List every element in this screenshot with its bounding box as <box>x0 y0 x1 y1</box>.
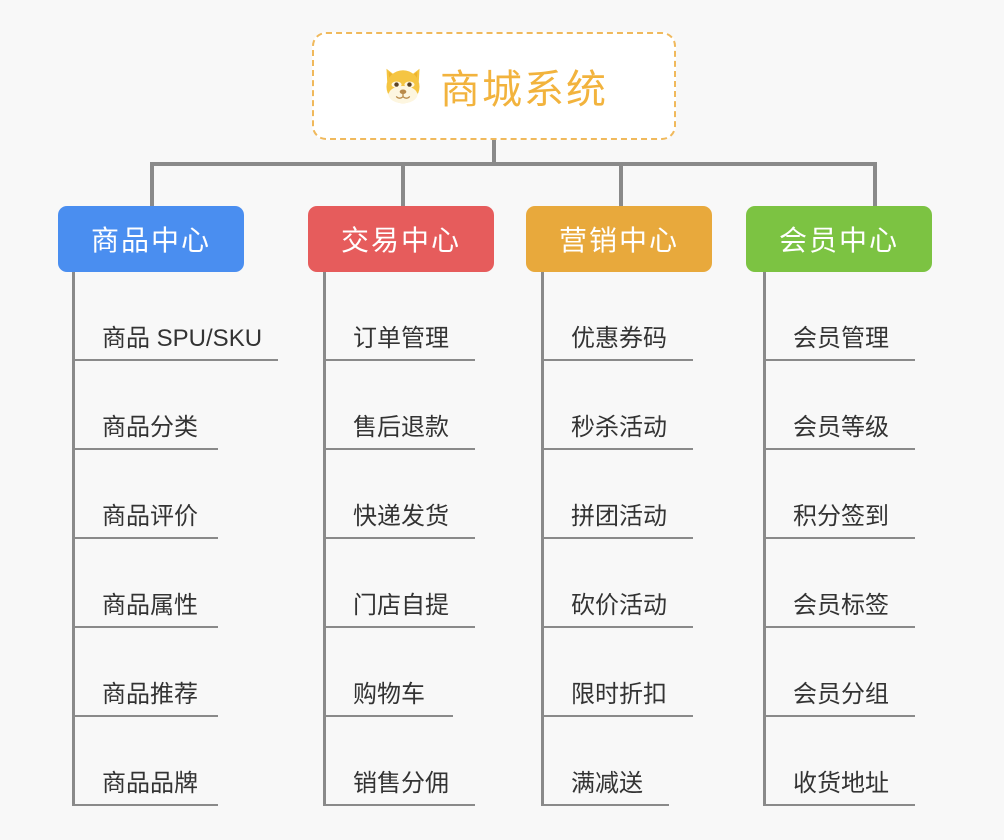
leaf-item[interactable]: 商品评价 <box>72 450 218 539</box>
leaf-label: 购物车 <box>353 681 425 709</box>
leaf-label: 满减送 <box>571 770 643 798</box>
category-label-1: 商品中心 <box>90 225 211 256</box>
drop-connector-2 <box>401 162 405 206</box>
leaf-label: 拼团活动 <box>571 503 667 531</box>
drop-connector-1 <box>150 162 154 206</box>
leaf-label: 商品 SPU/SKU <box>102 325 263 353</box>
leaf-item[interactable]: 销售分佣 <box>323 717 475 806</box>
leaf-item[interactable]: 优惠券码 <box>541 272 693 361</box>
column-trunk-4 <box>763 272 766 806</box>
leaf-label: 商品推荐 <box>102 681 198 709</box>
leaf-item[interactable]: 商品推荐 <box>72 628 218 717</box>
category-column-2: 交易中心 订单管理 售后退款 快递发货 门店自提 购物车 销售分佣 <box>308 206 538 806</box>
leaf-label: 会员等级 <box>793 414 889 442</box>
leaf-label: 商品品牌 <box>102 770 198 798</box>
leaf-label: 订单管理 <box>353 325 449 353</box>
leaf-item[interactable]: 快递发货 <box>323 450 475 539</box>
leaf-item[interactable]: 会员等级 <box>763 361 915 450</box>
root-stem-connector <box>492 140 496 164</box>
category-column-4: 会员中心 会员管理 会员等级 积分签到 会员标签 会员分组 收货地址 <box>746 206 976 806</box>
leaf-label: 秒杀活动 <box>571 414 667 442</box>
category-header-3[interactable]: 营销中心 <box>526 206 712 272</box>
column-trunk-3 <box>541 272 544 806</box>
leaf-label: 会员标签 <box>793 592 889 620</box>
root-title: 商城系统 <box>440 68 608 112</box>
leaf-label: 快递发货 <box>353 503 449 531</box>
leaf-label: 砍价活动 <box>571 592 667 620</box>
leaf-item[interactable]: 满减送 <box>541 717 669 806</box>
category-header-2[interactable]: 交易中心 <box>308 206 494 272</box>
category-column-1: 商品中心 商品 SPU/SKU 商品分类 商品评价 商品属性 商品推荐 商品品牌 <box>58 206 316 806</box>
drop-connector-3 <box>619 162 623 206</box>
leaf-item[interactable]: 砍价活动 <box>541 539 693 628</box>
category-label-3: 营销中心 <box>558 225 679 256</box>
leaf-item[interactable]: 秒杀活动 <box>541 361 693 450</box>
dog-face-icon <box>380 63 426 109</box>
leaf-label: 积分签到 <box>793 503 889 531</box>
leaf-label: 会员管理 <box>793 325 889 353</box>
leaf-item[interactable]: 订单管理 <box>323 272 475 361</box>
leaf-item[interactable]: 商品属性 <box>72 539 218 628</box>
leaf-label: 限时折扣 <box>571 681 667 709</box>
leaf-item[interactable]: 购物车 <box>323 628 453 717</box>
leaf-label: 门店自提 <box>353 592 449 620</box>
leaf-item[interactable]: 售后退款 <box>323 361 475 450</box>
category-label-4: 会员中心 <box>778 225 899 256</box>
leaf-item[interactable]: 商品 SPU/SKU <box>72 272 278 361</box>
category-header-1[interactable]: 商品中心 <box>58 206 244 272</box>
leaf-item[interactable]: 会员管理 <box>763 272 915 361</box>
leaf-label: 会员分组 <box>793 681 889 709</box>
drop-connector-4 <box>873 162 877 206</box>
leaf-item[interactable]: 拼团活动 <box>541 450 693 539</box>
leaf-item[interactable]: 商品分类 <box>72 361 218 450</box>
root-node[interactable]: 商城系统 <box>312 32 676 140</box>
column-trunk-2 <box>323 272 326 806</box>
leaf-label: 销售分佣 <box>353 770 449 798</box>
leaf-label: 优惠券码 <box>571 325 667 353</box>
leaf-item[interactable]: 收货地址 <box>763 717 915 806</box>
leaf-label: 售后退款 <box>353 414 449 442</box>
leaf-item[interactable]: 商品品牌 <box>72 717 218 806</box>
leaf-label: 收货地址 <box>793 770 889 798</box>
leaf-label: 商品属性 <box>102 592 198 620</box>
column-trunk-1 <box>72 272 75 806</box>
leaf-item[interactable]: 会员标签 <box>763 539 915 628</box>
leaf-item[interactable]: 门店自提 <box>323 539 475 628</box>
category-label-2: 交易中心 <box>340 225 461 256</box>
leaf-item[interactable]: 积分签到 <box>763 450 915 539</box>
leaf-item[interactable]: 会员分组 <box>763 628 915 717</box>
category-column-3: 营销中心 优惠券码 秒杀活动 拼团活动 砍价活动 限时折扣 满减送 <box>526 206 756 806</box>
horizontal-bus-connector <box>150 162 877 166</box>
leaf-label: 商品分类 <box>102 414 198 442</box>
leaf-label: 商品评价 <box>102 503 198 531</box>
leaf-item[interactable]: 限时折扣 <box>541 628 693 717</box>
category-header-4[interactable]: 会员中心 <box>746 206 932 272</box>
